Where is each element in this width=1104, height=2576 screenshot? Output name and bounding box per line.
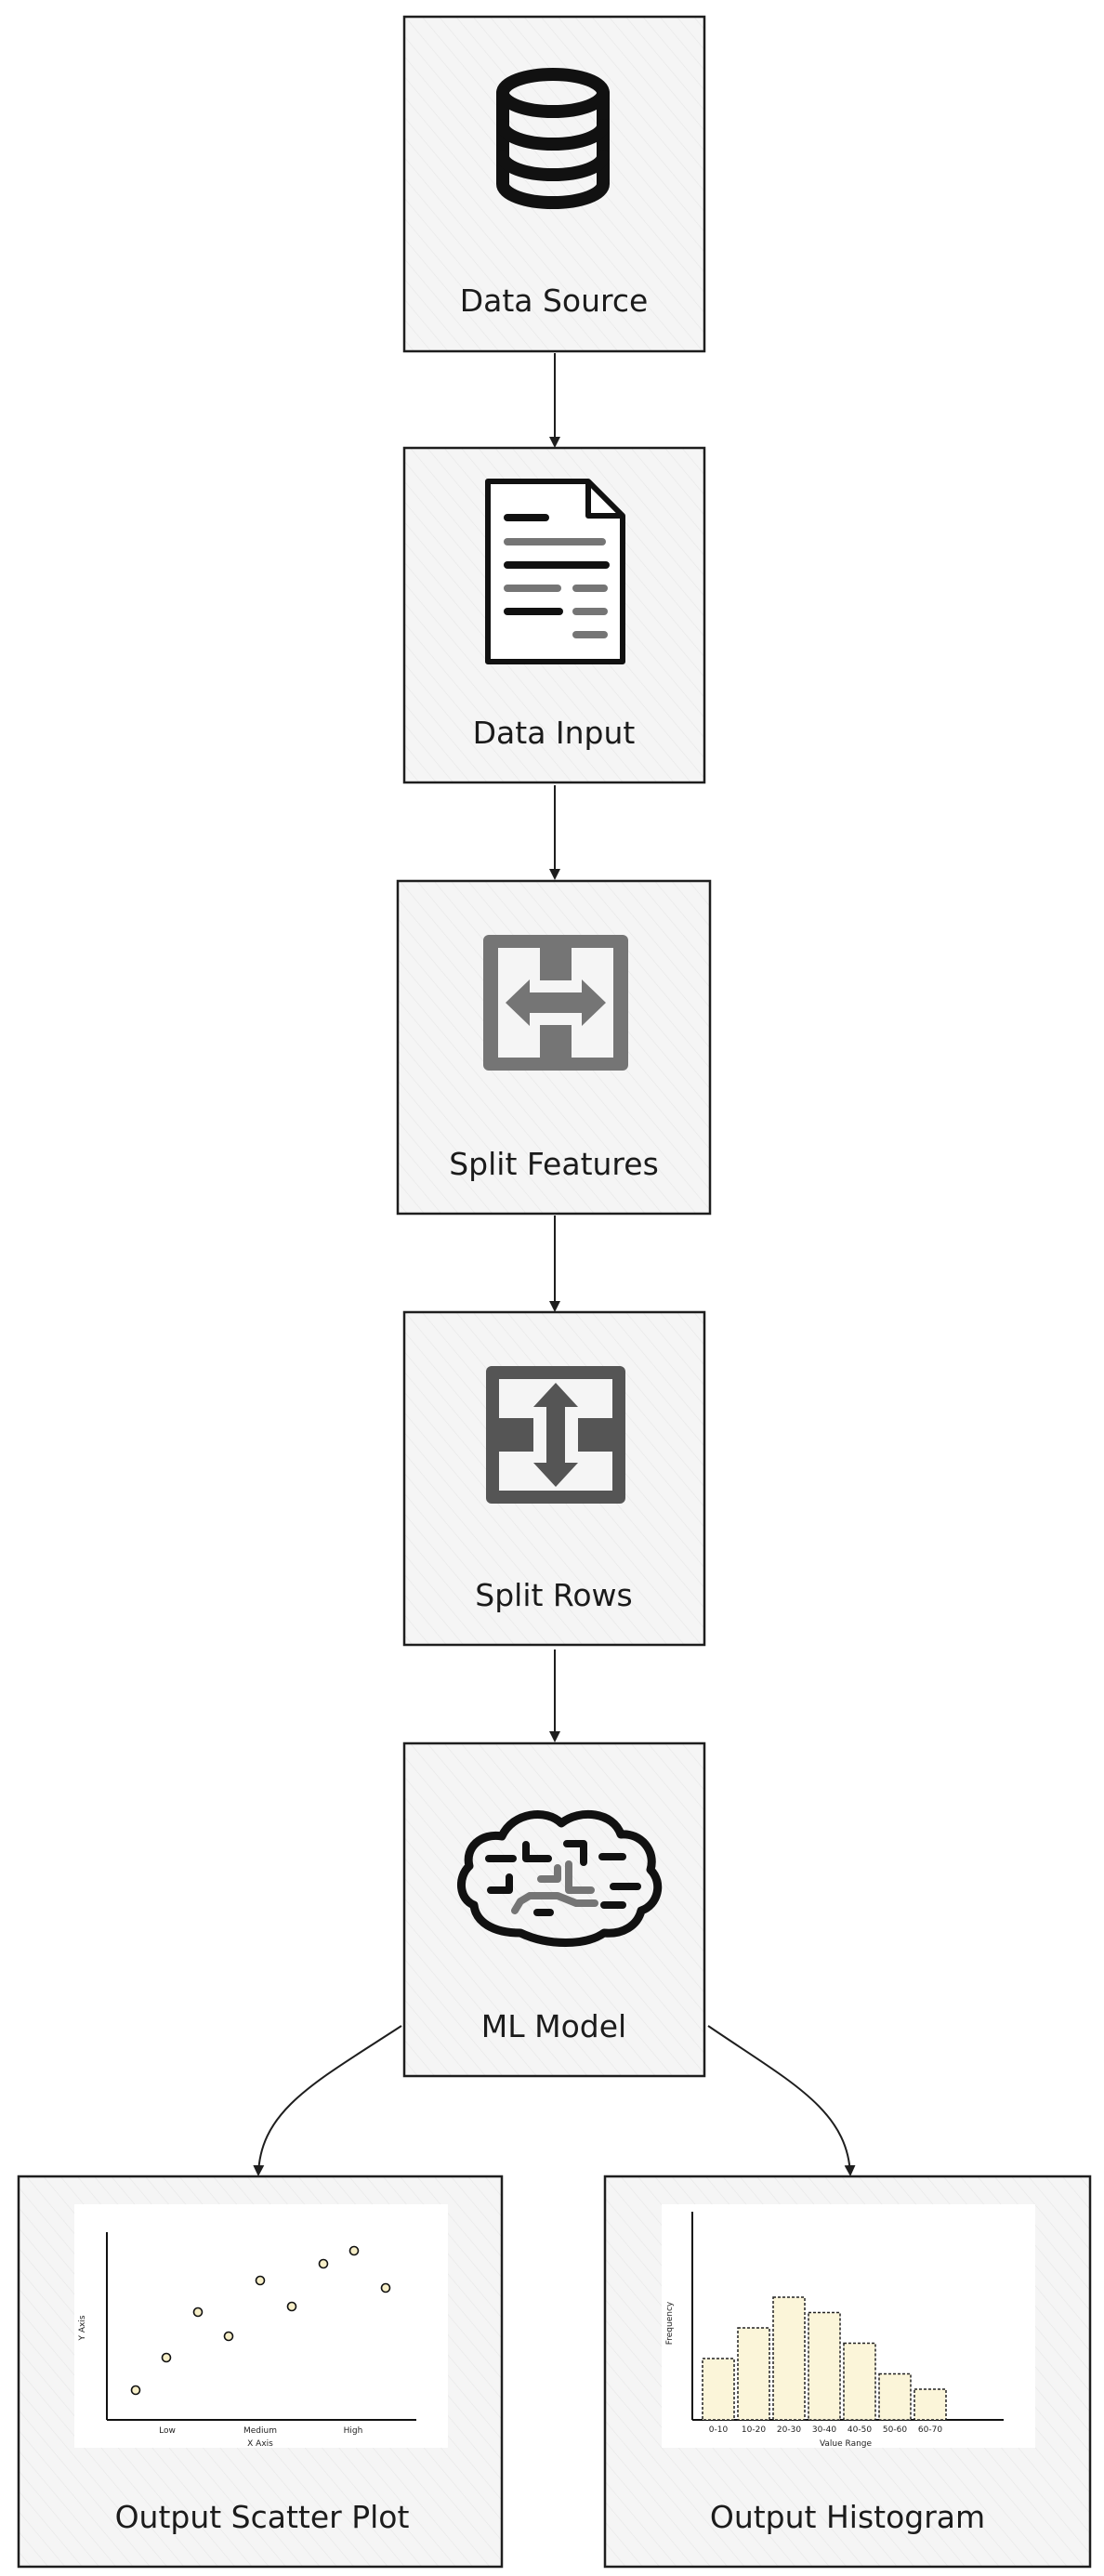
histogram-bar [913,2388,947,2421]
database-icon [496,68,610,209]
node-label-split-rows: Split Rows [475,1577,632,1613]
scatter-tick-medium: Medium [243,2426,277,2436]
node-ml-model[interactable]: ML Model [402,1741,706,2078]
scatter-point [348,2245,360,2256]
histogram-bar [702,2358,735,2421]
node-label-output-histogram: Output Histogram [710,2499,985,2535]
node-split-features[interactable]: Split Features [396,879,712,1216]
brain-icon [457,1809,663,1947]
node-label-ml-model: ML Model [481,2008,626,2044]
vertical-split-icon [486,1366,625,1504]
scatter-point [255,2275,266,2286]
node-output-scatter[interactable]: Y Axis X Axis Low Medium High Output Sca… [17,2175,504,2569]
histogram-x-axis-label: Value Range [820,2439,873,2449]
edge-model-to-scatter [253,2025,402,2176]
histogram-bar [772,2296,806,2421]
connectors [253,353,856,2176]
document-icon [485,479,625,664]
scatter-point [192,2307,204,2318]
histogram-y-axis-label: Frequency [665,2301,675,2345]
histogram-tick-label: 60-70 [918,2425,942,2435]
scatter-tick-low: Low [159,2426,176,2436]
node-label-split-features: Split Features [449,1146,659,1182]
node-split-rows[interactable]: Split Rows [402,1310,706,1647]
histogram-bar [878,2372,912,2421]
node-output-histogram[interactable]: Frequency Value Range 0-10 10-20 20-30 30-4… [603,2175,1092,2569]
node-label-data-source: Data Source [460,283,649,319]
histogram-bar [737,2327,770,2421]
node-data-source[interactable]: Data Source [402,15,706,353]
histogram-tick-label: 30-40 [812,2425,836,2435]
scatter-point [223,2331,234,2342]
scatter-plot-thumbnail: Y Axis X Axis Low Medium High [74,2204,448,2449]
edge-model-to-histogram [707,2025,856,2176]
scatter-point [130,2385,141,2396]
histogram-tick-label: 10-20 [742,2425,766,2435]
horizontal-split-icon [483,935,628,1071]
node-label-output-scatter: Output Scatter Plot [115,2499,410,2535]
scatter-point [161,2352,172,2363]
histogram-bar [808,2311,841,2421]
node-data-input[interactable]: Data Input [402,446,706,784]
histogram-tick-label: 0-10 [709,2425,729,2435]
scatter-point [286,2301,297,2312]
scatter-tick-high: High [344,2426,363,2436]
node-label-data-input: Data Input [473,715,636,751]
histogram-tick-label: 20-30 [777,2425,801,2435]
scatter-y-axis-label: Y Axis [78,2315,87,2341]
scatter-point [318,2258,329,2269]
histogram-thumbnail: Frequency Value Range 0-10 10-20 20-30 30-4… [662,2204,1035,2449]
scatter-x-axis-label: X Axis [247,2439,273,2449]
scatter-point [380,2282,391,2293]
histogram-tick-label: 50-60 [883,2425,907,2435]
histogram-bar [843,2342,876,2421]
histogram-tick-label: 40-50 [848,2425,872,2435]
